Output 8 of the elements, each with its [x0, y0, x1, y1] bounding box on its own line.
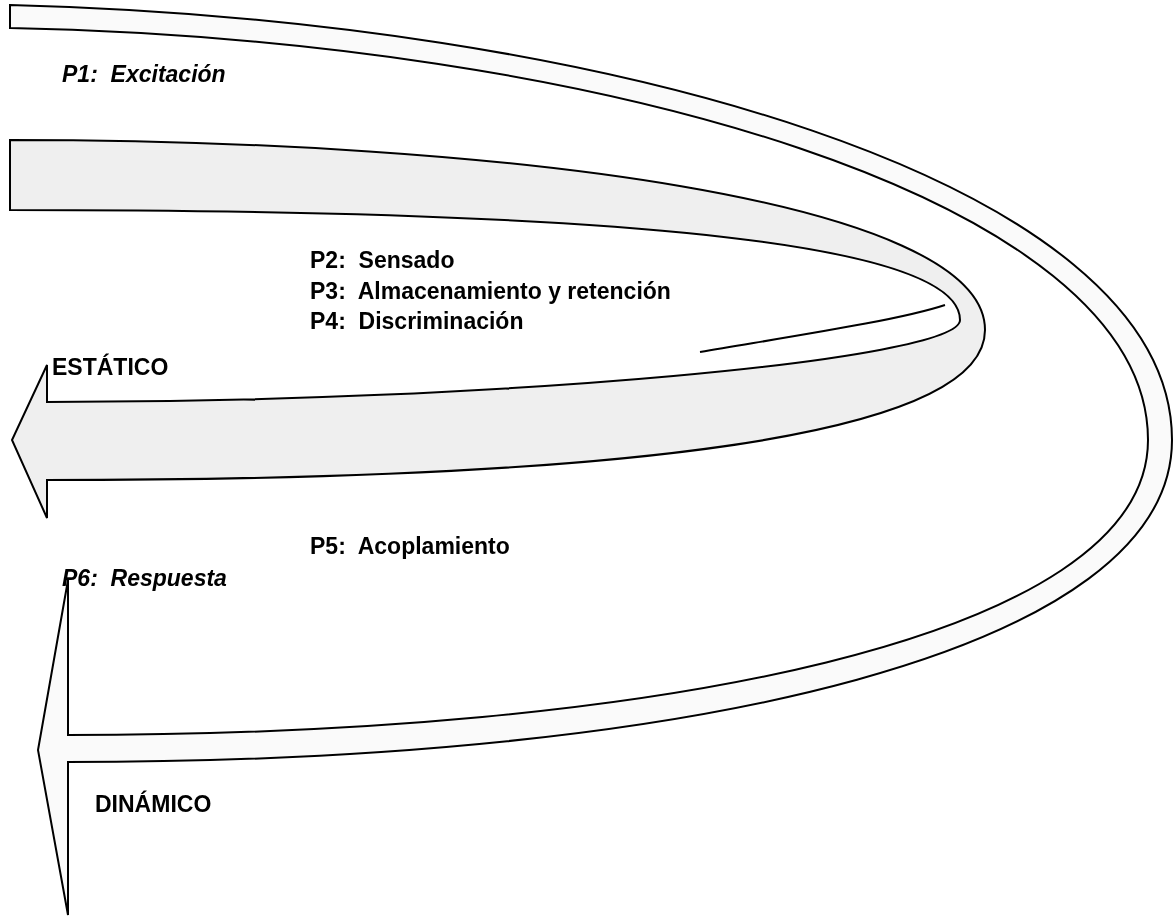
- stage-label: P3: Almacenamiento y retención: [310, 279, 671, 305]
- stage-label: ESTÁTICO: [52, 355, 169, 381]
- stage-label: DINÁMICO: [95, 792, 212, 818]
- stage-label: P5: Acoplamiento: [310, 534, 510, 560]
- stage-label: P6: Respuesta: [62, 566, 227, 592]
- stage-label: P2: Sensado: [310, 248, 455, 274]
- stage-label: P4: Discriminación: [310, 309, 524, 335]
- stage-label: P1: Excitación: [62, 62, 226, 88]
